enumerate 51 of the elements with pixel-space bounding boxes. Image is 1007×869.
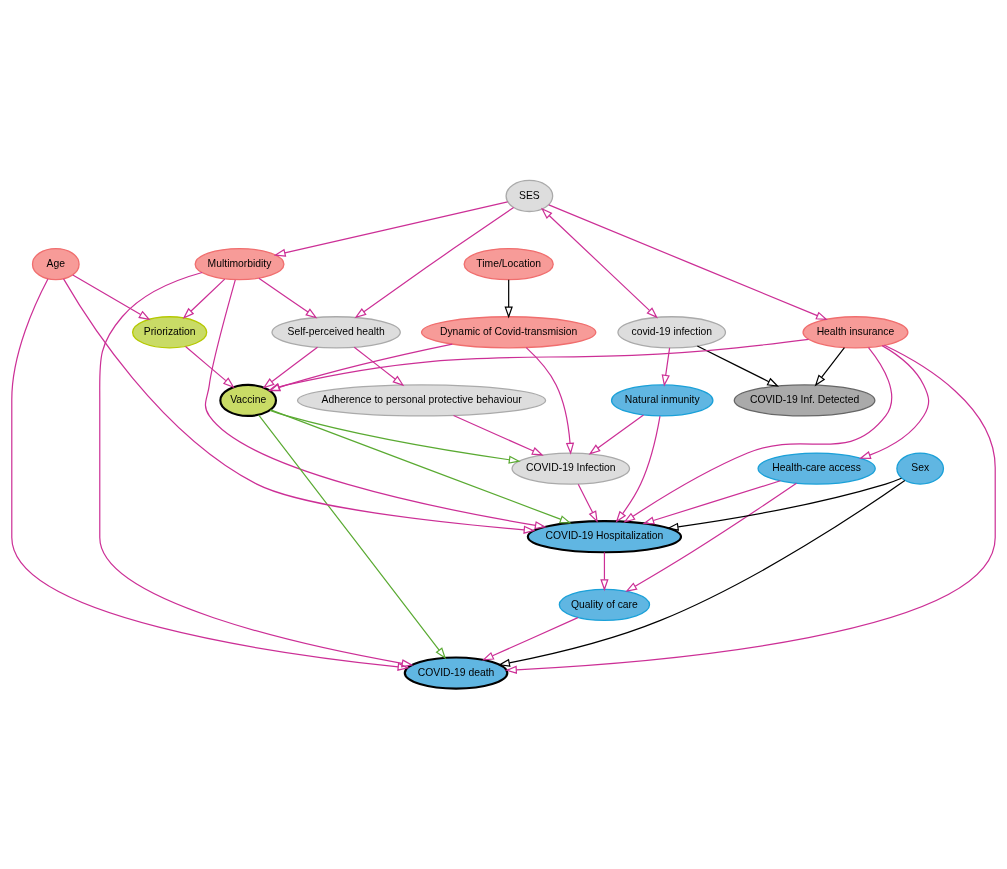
arrow [258, 277, 318, 319]
arrow [642, 480, 781, 525]
node-ellipse: Priorization [131, 316, 208, 349]
arrow [615, 415, 661, 523]
arrow [625, 482, 798, 593]
arrow [99, 271, 414, 668]
arrow [184, 345, 235, 389]
arrow [452, 414, 544, 456]
arrow [481, 617, 579, 661]
arrow [273, 201, 509, 257]
arrow [353, 346, 405, 387]
arrow [600, 551, 609, 592]
node-ellipse: Sex [896, 452, 945, 485]
node-ellipse: Quality of care [558, 588, 651, 622]
arrow [666, 477, 903, 531]
arrow [267, 338, 810, 391]
node-ellipse: covid-19 infection [617, 316, 727, 349]
arrow [270, 409, 572, 524]
node-ellipse: Time/Location [463, 247, 554, 281]
node-ellipse: SES [505, 179, 554, 213]
arrow [182, 278, 226, 320]
arrow [525, 347, 575, 455]
arrow [504, 344, 996, 674]
arrow [623, 347, 893, 523]
node-ellipse: Health insurance [802, 316, 909, 349]
arrow [540, 207, 658, 319]
node-ellipse: Vaccine [219, 383, 278, 418]
arrow [72, 274, 151, 321]
node-ellipse: COVID-19 Inf. Detected [733, 384, 876, 417]
node-ellipse: Adherence to personal protective behaviour [296, 384, 547, 417]
arrow [269, 409, 521, 464]
arrow [258, 414, 447, 660]
arrow [858, 345, 930, 459]
arrow [814, 346, 846, 387]
arrow [504, 279, 513, 319]
arrow [62, 278, 536, 534]
node-ellipse: Natural inmunity [610, 384, 714, 417]
node-ellipse: Age [31, 247, 80, 281]
arrow [262, 346, 319, 389]
arrow [354, 206, 515, 319]
arrow [696, 345, 780, 387]
arrow [498, 479, 906, 667]
node-ellipse: COVID-19 Infection [511, 452, 631, 485]
node-ellipse: Self-perceived health [271, 316, 401, 349]
node-ellipse: Dynamic of Covid-transmision [420, 316, 597, 349]
arrow [11, 278, 410, 671]
arrow [577, 483, 598, 523]
arrow [548, 204, 828, 321]
arrow [661, 347, 671, 387]
arrow [268, 343, 453, 392]
arrow [588, 414, 645, 455]
